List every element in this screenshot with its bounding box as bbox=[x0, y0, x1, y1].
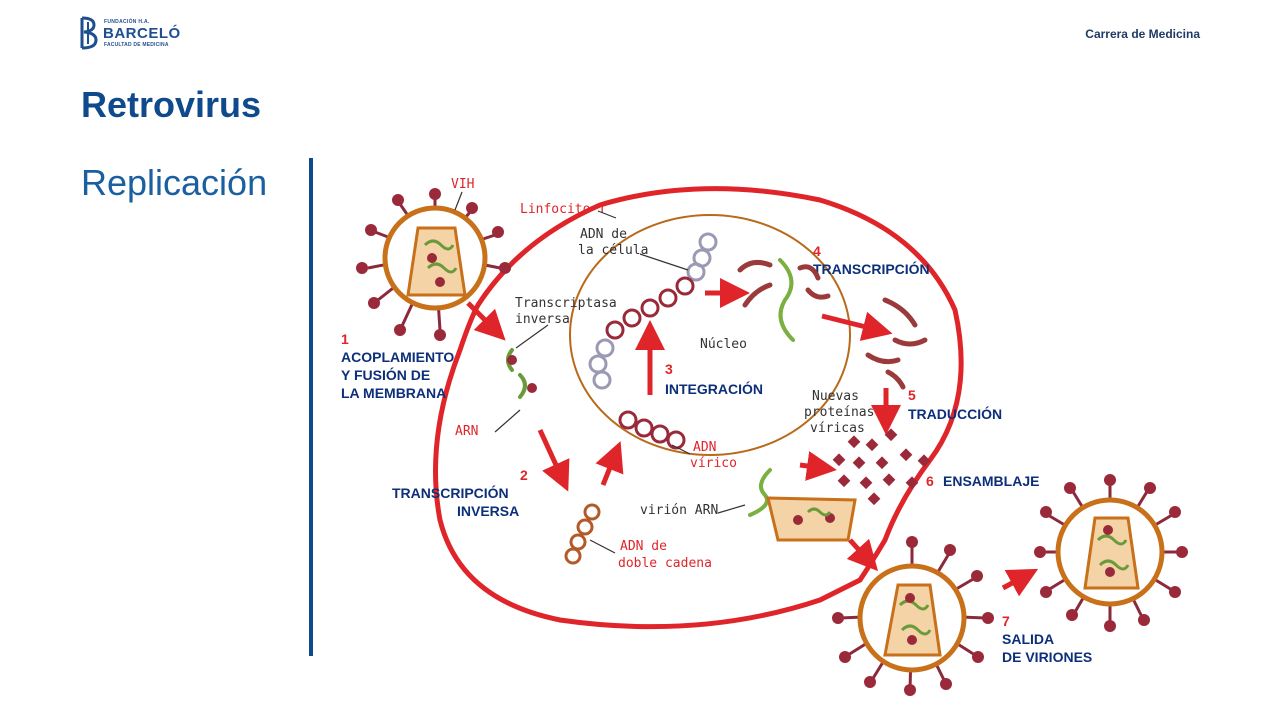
step-1-number: 1 bbox=[341, 331, 349, 347]
step-3-label: INTEGRACIÓN bbox=[665, 380, 763, 397]
adn-virico-label-2: vírico bbox=[690, 456, 737, 471]
step-6-number: 6 bbox=[926, 473, 934, 489]
assembling-capsid bbox=[766, 496, 857, 542]
step-7-number: 7 bbox=[1002, 613, 1010, 629]
transcriptasa-label-1: Transcriptasa bbox=[515, 296, 617, 311]
step-5-label: TRADUCCIÓN bbox=[908, 405, 1002, 422]
step-2-label-2: INVERSA bbox=[457, 503, 519, 519]
adn-doble-label-2: doble cadena bbox=[618, 556, 712, 571]
nucleo-label: Núcleo bbox=[700, 337, 747, 352]
nuevas-label-2: proteínas bbox=[804, 405, 874, 420]
released-virion bbox=[1034, 474, 1188, 632]
adn-doble-label-1: ADN de bbox=[620, 539, 667, 554]
adn-celula-label-1: ADN de bbox=[580, 227, 627, 242]
process-arrows bbox=[466, 278, 1039, 597]
virion-arn-label: virión ARN bbox=[640, 503, 718, 518]
mrna-strands bbox=[737, 259, 928, 390]
nuevas-label-1: Nuevas bbox=[812, 389, 859, 404]
double-strand-dna bbox=[564, 503, 601, 565]
adn-virico-label-1: ADN bbox=[693, 440, 716, 455]
slide-title: Retrovirus bbox=[81, 84, 262, 125]
viral-dna bbox=[618, 410, 686, 450]
step-4-number: 4 bbox=[813, 243, 821, 259]
viral-proteins bbox=[832, 428, 931, 506]
transcriptasa-label-2: inversa bbox=[515, 312, 570, 327]
step-3-number: 3 bbox=[665, 361, 673, 377]
logo-line-1: FUNDACIÓN H.A. bbox=[104, 19, 150, 25]
step-1-label-3: LA MEMBRANA bbox=[341, 385, 446, 401]
step-2-number: 2 bbox=[520, 467, 528, 483]
leader-lines bbox=[454, 191, 746, 554]
step-7-label-2: DE VIRIONES bbox=[1002, 649, 1092, 665]
slide-subtitle: Replicación bbox=[81, 162, 268, 203]
barcelo-logo: FUNDACIÓN H.A. BARCELÓ FACULTAD DE MEDIC… bbox=[78, 16, 181, 52]
vih-label: VIH bbox=[451, 177, 474, 192]
budding-virion bbox=[832, 536, 994, 696]
adn-celula-label-2: la célula bbox=[578, 243, 648, 258]
step-7-label-1: SALIDA bbox=[1002, 631, 1054, 647]
virion-entering bbox=[356, 188, 511, 341]
nuevas-label-3: víricas bbox=[810, 421, 865, 436]
step-1-label-2: Y FUSIÓN DE bbox=[341, 366, 430, 383]
step-1-label-1: ACOPLAMIENTO bbox=[341, 349, 454, 365]
logo-line-2: BARCELÓ bbox=[103, 25, 181, 42]
retrovirus-replication-diagram: VIH Linfocito T ADN de la célula Transcr… bbox=[341, 177, 1188, 696]
step-2-label-1: TRANSCRIPCIÓN bbox=[392, 484, 509, 501]
linfocito-label: Linfocito T bbox=[520, 202, 606, 217]
arn-label: ARN bbox=[455, 424, 478, 439]
cell-dna-helix bbox=[588, 232, 718, 390]
step-5-number: 5 bbox=[908, 387, 916, 403]
course-label: Carrera de Medicina bbox=[1085, 27, 1200, 41]
step-4-label: TRANSCRIPCIÓN bbox=[813, 260, 930, 277]
vertical-divider bbox=[309, 158, 313, 656]
nucleus bbox=[569, 214, 851, 456]
logo-line-3: FACULTAD DE MEDICINA bbox=[104, 42, 169, 48]
logo-emblem-icon bbox=[80, 16, 98, 50]
step-6-label: ENSAMBLAJE bbox=[943, 473, 1039, 489]
